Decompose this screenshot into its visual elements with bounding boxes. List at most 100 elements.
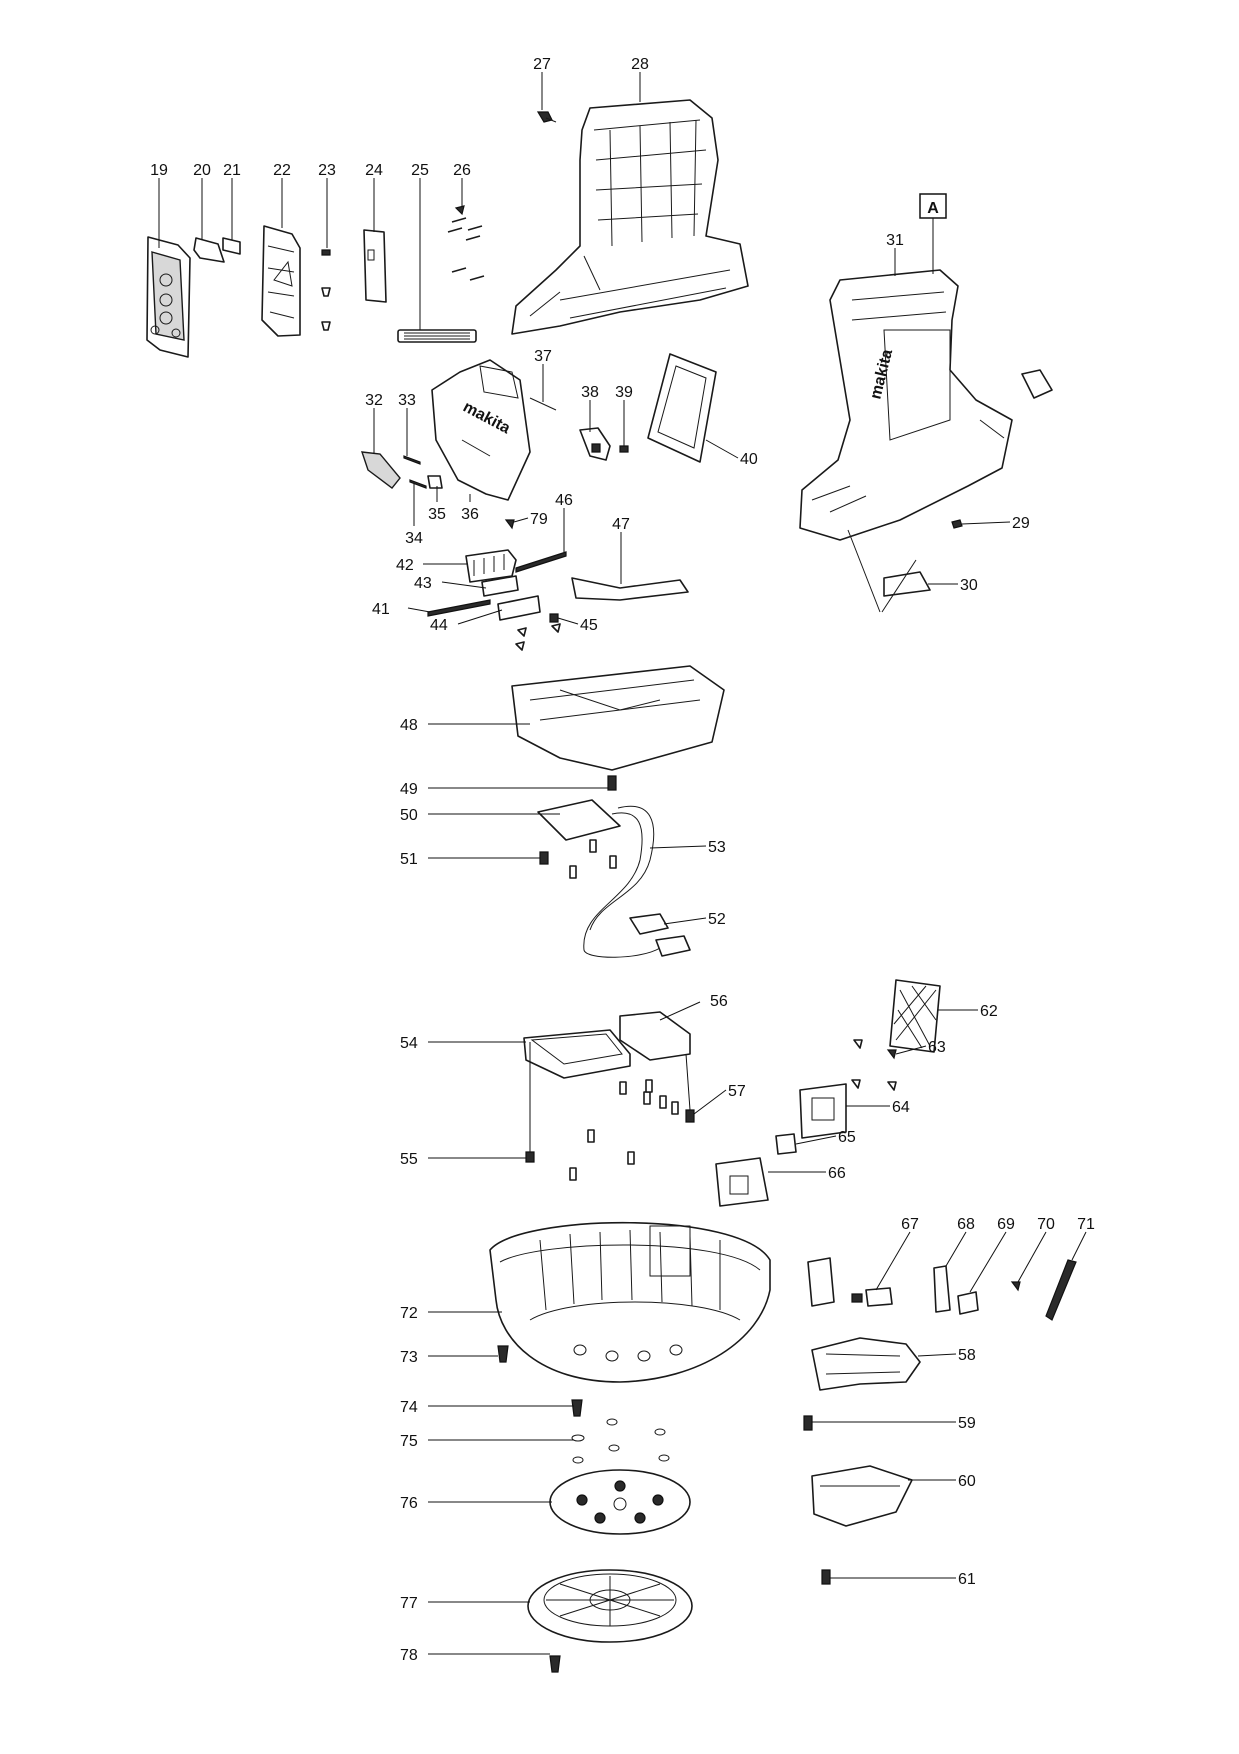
part-26-screws bbox=[447, 205, 485, 281]
callout-50: 50 bbox=[400, 807, 418, 824]
callout-37: 37 bbox=[534, 348, 552, 365]
part-50-plate bbox=[537, 799, 621, 841]
part-43-plate bbox=[481, 575, 519, 597]
callout-73: 73 bbox=[400, 1349, 418, 1366]
part-74-screw bbox=[571, 1399, 583, 1417]
callout-71: 71 bbox=[1077, 1216, 1095, 1233]
callout-52: 52 bbox=[708, 911, 726, 928]
part-24-circuit-board bbox=[363, 229, 387, 303]
part-77-base-plate bbox=[527, 1569, 693, 1643]
part-23-screws bbox=[321, 249, 331, 331]
part-49-screw bbox=[607, 775, 617, 791]
callout-42: 42 bbox=[396, 557, 414, 574]
callout-78: 78 bbox=[400, 1647, 418, 1664]
callout-43: 43 bbox=[414, 575, 432, 592]
callout-38: 38 bbox=[581, 384, 599, 401]
part-72-bowl bbox=[489, 1221, 771, 1383]
part-25-ribbon-cable bbox=[397, 329, 477, 343]
part-28-upper-frame bbox=[511, 99, 749, 335]
callout-56: 56 bbox=[710, 993, 728, 1010]
part-29-screw bbox=[951, 519, 963, 529]
callout-49: 49 bbox=[400, 781, 418, 798]
callout-76: 76 bbox=[400, 1495, 418, 1512]
callout-20: 20 bbox=[193, 162, 211, 179]
part-73-screw bbox=[497, 1345, 509, 1363]
part-71-clip bbox=[1045, 1259, 1077, 1321]
callout-67: 67 bbox=[901, 1216, 919, 1233]
part-31-front-shell: makita bbox=[799, 269, 1013, 541]
callout-31: 31 bbox=[886, 232, 904, 249]
callout-60: 60 bbox=[958, 1473, 976, 1490]
callout-40: 40 bbox=[740, 451, 758, 468]
part-52-connectors bbox=[629, 913, 691, 957]
part-41-rod bbox=[427, 599, 491, 617]
part-21 bbox=[222, 237, 241, 255]
callout-61: 61 bbox=[958, 1571, 976, 1588]
part-19-control-panel bbox=[146, 236, 191, 358]
reference-mark: A bbox=[927, 200, 939, 217]
callout-34: 34 bbox=[405, 530, 423, 547]
part-38-switch-bracket bbox=[579, 427, 611, 461]
part-33-pin bbox=[403, 455, 421, 465]
callout-69: 69 bbox=[997, 1216, 1015, 1233]
callout-27: 27 bbox=[533, 56, 551, 73]
part-35-clip bbox=[427, 475, 443, 489]
part-61-screw bbox=[821, 1569, 831, 1585]
part-56-bracket bbox=[619, 1011, 691, 1061]
callout-79: 79 bbox=[530, 511, 548, 528]
part-78-screw bbox=[549, 1655, 561, 1673]
part-60-handle-cover bbox=[811, 1465, 913, 1527]
callout-36: 36 bbox=[461, 506, 479, 523]
callout-45: 45 bbox=[580, 617, 598, 634]
part-57-screws bbox=[569, 1079, 695, 1181]
part-58-handle bbox=[811, 1337, 921, 1391]
callout-53: 53 bbox=[708, 839, 726, 856]
callout-19: 19 bbox=[150, 162, 168, 179]
callout-58: 58 bbox=[958, 1347, 976, 1364]
callout-66: 66 bbox=[828, 1165, 846, 1182]
part-66-box bbox=[715, 1157, 769, 1207]
callout-55: 55 bbox=[400, 1151, 418, 1168]
callout-labels: 19 20 21 22 23 24 25 26 27 28 29 30 31 3… bbox=[150, 56, 1095, 1664]
callout-48: 48 bbox=[400, 717, 418, 734]
leader-lines bbox=[158, 72, 1087, 1655]
callout-22: 22 bbox=[273, 162, 291, 179]
part-51-screws bbox=[539, 839, 617, 879]
part-65-connector bbox=[775, 1133, 797, 1155]
part-20 bbox=[193, 237, 225, 263]
callout-77: 77 bbox=[400, 1595, 418, 1612]
part-42-bracket bbox=[465, 549, 517, 583]
part-34-pin bbox=[409, 479, 427, 489]
part-46-rod bbox=[515, 551, 567, 573]
part-63-screws bbox=[851, 1039, 897, 1091]
part-45-screws bbox=[515, 613, 561, 651]
callout-59: 59 bbox=[958, 1415, 976, 1432]
part-39-screw bbox=[619, 445, 629, 453]
callout-74: 74 bbox=[400, 1399, 418, 1416]
callout-75: 75 bbox=[400, 1433, 418, 1450]
part-37-rod bbox=[529, 397, 557, 411]
part-36-head-cover: makita bbox=[431, 359, 531, 501]
callout-24: 24 bbox=[365, 162, 383, 179]
callout-64: 64 bbox=[892, 1099, 910, 1116]
callout-23: 23 bbox=[318, 162, 336, 179]
part-22-panel-frame bbox=[261, 225, 301, 337]
callout-46: 46 bbox=[555, 492, 573, 509]
part-76-disc bbox=[549, 1469, 691, 1535]
callout-51: 51 bbox=[400, 851, 418, 868]
callout-72: 72 bbox=[400, 1305, 418, 1322]
part-27-screw bbox=[536, 111, 557, 123]
part-75-washers bbox=[571, 1418, 670, 1464]
part-31-side-cap bbox=[1021, 369, 1053, 399]
part-32-lens bbox=[360, 451, 401, 489]
callout-54: 54 bbox=[400, 1035, 418, 1052]
callout-33: 33 bbox=[398, 392, 416, 409]
part-62-grille bbox=[889, 979, 941, 1053]
callout-32: 32 bbox=[365, 392, 383, 409]
callout-65: 65 bbox=[838, 1129, 856, 1146]
callout-21: 21 bbox=[223, 162, 241, 179]
part-64-socket bbox=[799, 1083, 847, 1139]
part-47-bracket bbox=[571, 577, 689, 601]
callout-47: 47 bbox=[612, 516, 630, 533]
